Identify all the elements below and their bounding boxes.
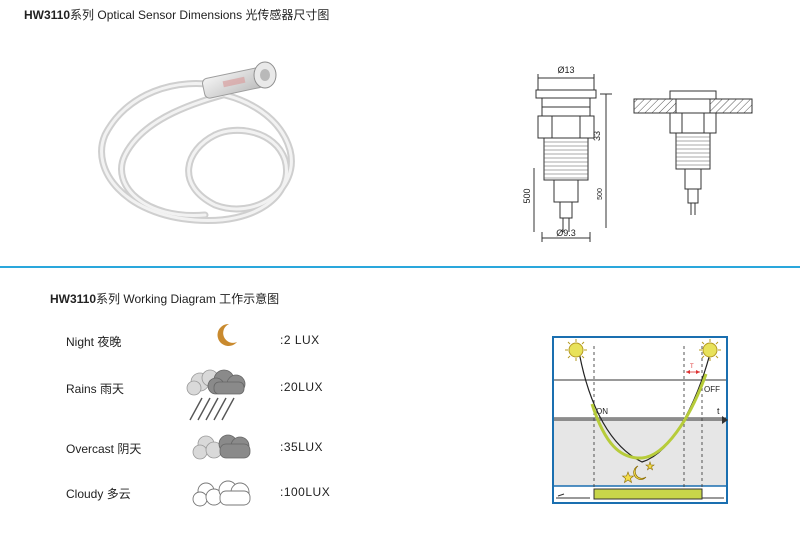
overcast-cloud-icon [192,434,251,460]
height-label: 33 [592,131,602,141]
sensor-photo [98,61,295,225]
dimensions-title-text: 系列 Optical Sensor Dimensions 光传感器尺寸图 [70,8,330,22]
dark-band [554,418,726,486]
delay-label: T [690,364,694,370]
rain-cloud-icon [186,369,246,421]
time-axis-arrow-icon [722,416,728,424]
dimension-drawing-side: Ø13 33 500 500 Ø9.3 [522,65,612,242]
lux-value-night: :2 LUX [280,333,320,347]
light-level-curve [577,345,713,463]
switch-curve [590,373,708,460]
moon-icon [217,323,237,346]
cloudy-icon [192,480,251,507]
cable-length-left-label: 500 [522,188,532,203]
sun-right-icon [699,339,721,361]
condition-label-overcast: Overcast 阴天 [66,442,142,456]
working-title-code: HW3110 [50,292,97,306]
lux-value-overcast: :35LUX [280,440,324,454]
section-divider [0,266,800,268]
night-star-small-icon [645,461,655,471]
off-label: OFF [704,385,720,394]
dimensions-title: HW3110系列 Optical Sensor Dimensions 光传感器尺… [24,6,329,23]
condition-label-cloudy: Cloudy 多云 [66,487,131,501]
on-label: ON [596,407,608,416]
cable-length-right-label: 500 [597,188,604,200]
dimensions-title-code: HW3110 [24,8,71,22]
night-moon-icon [633,465,647,480]
lux-value-rains: :20LUX [280,380,324,394]
condition-label-rains: Rains 雨天 [66,382,125,396]
on-output-bar [593,488,703,500]
lux-value-cloudy: :100LUX [280,485,331,499]
bottom-diameter-label: Ø9.3 [556,228,576,238]
condition-label-night: Night 夜晚 [66,335,122,349]
top-diameter-label: Ø13 [557,65,574,75]
sun-left-icon [565,339,587,361]
night-star-icon [621,471,635,484]
working-title-text: 系列 Working Diagram 工作示意图 [96,292,280,306]
dimension-drawing-mounted [633,90,753,215]
working-title: HW3110系列 Working Diagram 工作示意图 [50,290,279,307]
working-diagram: ON OFF t T [552,336,728,504]
time-axis-label: t [717,406,720,416]
